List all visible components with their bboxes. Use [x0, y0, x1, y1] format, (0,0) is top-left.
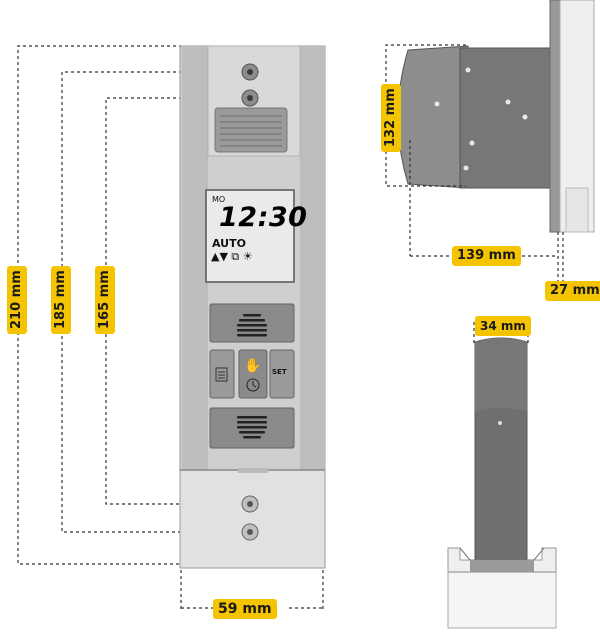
- hand-icon: ✋: [244, 357, 261, 374]
- lcd-mode: AUTO: [212, 237, 246, 250]
- dim-front-height-outer: 210 mm: [7, 266, 27, 334]
- lcd-icons: ▲▼ ⧉ ☀: [211, 250, 253, 264]
- dim-front-height-inner: 165 mm: [95, 266, 115, 334]
- menu-button[interactable]: [209, 349, 235, 399]
- copy-icon: ⧉: [231, 250, 240, 263]
- up-button[interactable]: [209, 303, 295, 343]
- dim-side-thickness: 27 mm: [545, 281, 600, 301]
- bottom-view: [447, 337, 557, 629]
- lcd-display: [205, 189, 295, 283]
- lcd-time: 12:30: [219, 202, 308, 233]
- bottom-dimension-lines: [473, 322, 529, 344]
- set-button-label: SET: [272, 368, 287, 376]
- down-button[interactable]: [209, 407, 295, 449]
- dim-front-height-mid: 185 mm: [51, 266, 71, 334]
- list-icon: [215, 367, 228, 382]
- lcd-day: MO: [212, 195, 226, 204]
- sun-icon: ☀: [242, 250, 253, 263]
- set-button[interactable]: [269, 349, 295, 399]
- dim-front-width: 59 mm: [213, 599, 277, 619]
- side-view: [397, 0, 595, 233]
- up-down-arrows-icon: ▲▼: [211, 250, 228, 263]
- dim-bottom-width: 34 mm: [475, 316, 531, 336]
- dim-side-height: 132 mm: [381, 84, 401, 152]
- clock-icon: [246, 378, 260, 392]
- dim-side-depth: 139 mm: [452, 246, 521, 266]
- manual-auto-button[interactable]: ✋: [238, 349, 268, 399]
